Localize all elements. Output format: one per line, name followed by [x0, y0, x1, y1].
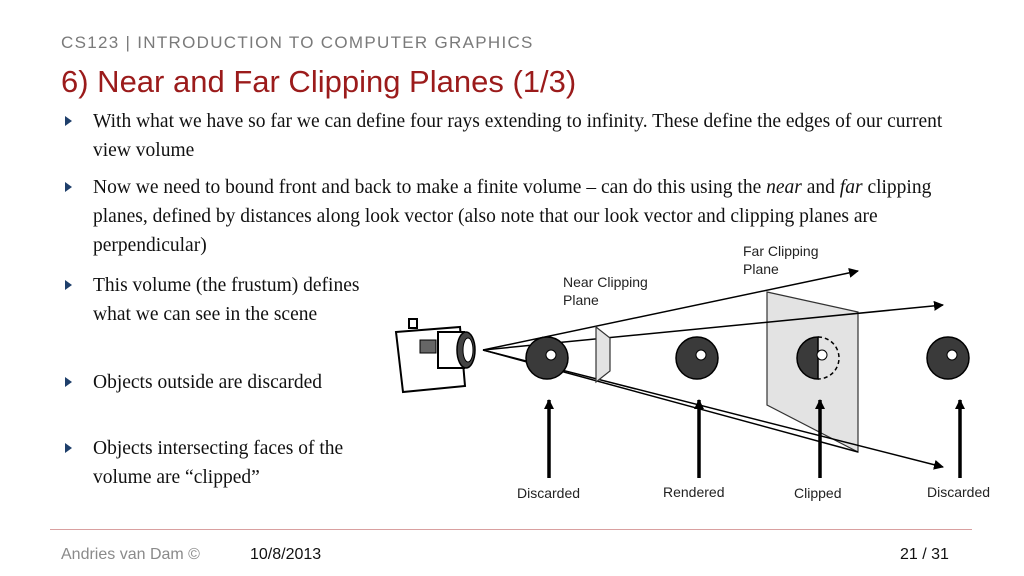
near-plane-label: Near Clipping — [563, 274, 648, 290]
bullet-text: With what we have so far we can define f… — [93, 111, 943, 161]
bullet-text: Objects outside are discarded — [93, 372, 323, 393]
far-plane-label: Far Clipping — [743, 243, 818, 259]
status-label-rendered: Rendered — [663, 484, 725, 500]
bullet-triangle-icon — [65, 443, 72, 453]
page-number: 21 / 31 — [900, 546, 949, 563]
far-plane-label: Plane — [743, 261, 779, 277]
status-label-discarded: Discarded — [927, 484, 990, 500]
course-header: CS123 | INTRODUCTION TO COMPUTER GRAPHIC… — [61, 33, 534, 52]
camera-icon — [394, 318, 476, 394]
object-clipped — [796, 336, 840, 380]
object-discarded-near — [525, 336, 569, 380]
bullet-text-part: Now we need to bound front and back to m… — [93, 177, 767, 198]
bullet-text: Objects intersecting faces of the volume… — [93, 438, 344, 488]
far-emphasis: far — [839, 177, 863, 198]
object-rendered — [675, 336, 719, 380]
footer-divider — [50, 529, 972, 530]
footer-author: Andries van Dam © — [61, 546, 200, 563]
near-clipping-plane — [595, 325, 611, 384]
object-discarded-far — [926, 336, 970, 380]
status-label-discarded: Discarded — [517, 485, 580, 501]
near-emphasis: near — [766, 177, 802, 198]
bullet-text-part: and — [801, 177, 840, 198]
bullet-triangle-icon — [65, 377, 72, 387]
slide-title: 6) Near and Far Clipping Planes (1/3) — [61, 64, 577, 99]
frustum-diagram: Far Clipping Plane Near Clipping Plane D… — [394, 243, 990, 501]
bullet-triangle-icon — [65, 182, 72, 192]
bullet-text-part: clipping planes, defined by distances al… — [93, 177, 932, 256]
bullet-triangle-icon — [65, 116, 72, 126]
bullet-text: Now we need to bound front and back to m… — [93, 173, 973, 260]
bullet-triangle-icon — [65, 280, 72, 290]
footer-date: 10/8/2013 — [250, 546, 322, 563]
near-plane-label: Plane — [563, 292, 599, 308]
status-label-clipped: Clipped — [794, 485, 841, 501]
bullet-text: This volume (the frustum) defines what w… — [93, 275, 360, 325]
